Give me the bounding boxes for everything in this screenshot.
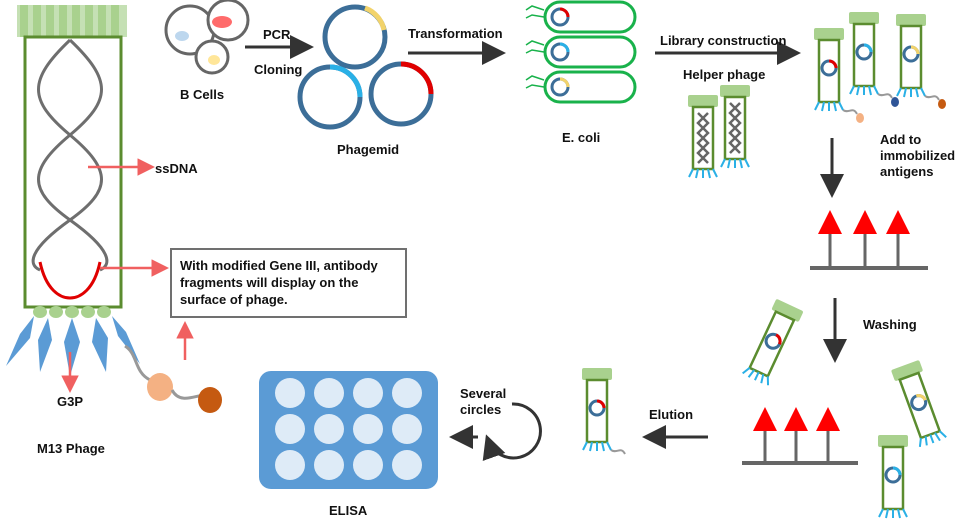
bound-phage bbox=[740, 297, 805, 388]
pcr-label: PCR bbox=[263, 27, 291, 42]
phage-cap bbox=[17, 5, 127, 37]
g3p-proteins bbox=[6, 316, 140, 376]
ssdna-helix bbox=[31, 38, 103, 272]
eluted-phage bbox=[580, 366, 626, 455]
gene-iii-note: With modified Gene III, antibody fragmen… bbox=[170, 248, 407, 318]
unbound-phages bbox=[876, 358, 949, 520]
helper-phages bbox=[686, 83, 752, 180]
washing-label: Washing bbox=[863, 317, 917, 332]
ssdna-label: ssDNA bbox=[155, 161, 198, 176]
phagemid-label: Phagemid bbox=[337, 142, 400, 157]
elisa-plate bbox=[259, 371, 438, 489]
e-coli-label: E. coli bbox=[562, 130, 601, 145]
library-construction-label: Library construction bbox=[660, 33, 787, 48]
cycle-arrow bbox=[482, 402, 542, 461]
m13-phage-label: M13 Phage bbox=[37, 441, 105, 456]
phage-library bbox=[812, 10, 946, 123]
b-cells-label: B Cells bbox=[180, 87, 225, 102]
phagemid-plasmids bbox=[297, 4, 434, 130]
m13-phage-large bbox=[6, 5, 222, 413]
helper-phage-label: Helper phage bbox=[683, 67, 766, 82]
g3p-label: G3P bbox=[57, 394, 84, 409]
antibody-fragment-light bbox=[147, 373, 173, 401]
antibody-fragment-heavy bbox=[198, 387, 222, 413]
add-to-antigens-label: Add to immobilized antigens bbox=[880, 132, 956, 179]
several-circles-label: Several circles bbox=[460, 386, 507, 417]
elution-label: Elution bbox=[649, 407, 694, 422]
cloning-label: Cloning bbox=[254, 62, 303, 77]
elisa-label: ELISA bbox=[329, 503, 368, 518]
bound-antigens bbox=[742, 407, 858, 465]
b-cells-icon bbox=[164, 0, 250, 75]
immobilized-antigens bbox=[810, 210, 928, 270]
transformation-label: Transformation bbox=[408, 26, 503, 41]
e-coli-cells bbox=[525, 0, 637, 104]
gene-iii-segment bbox=[38, 261, 102, 300]
